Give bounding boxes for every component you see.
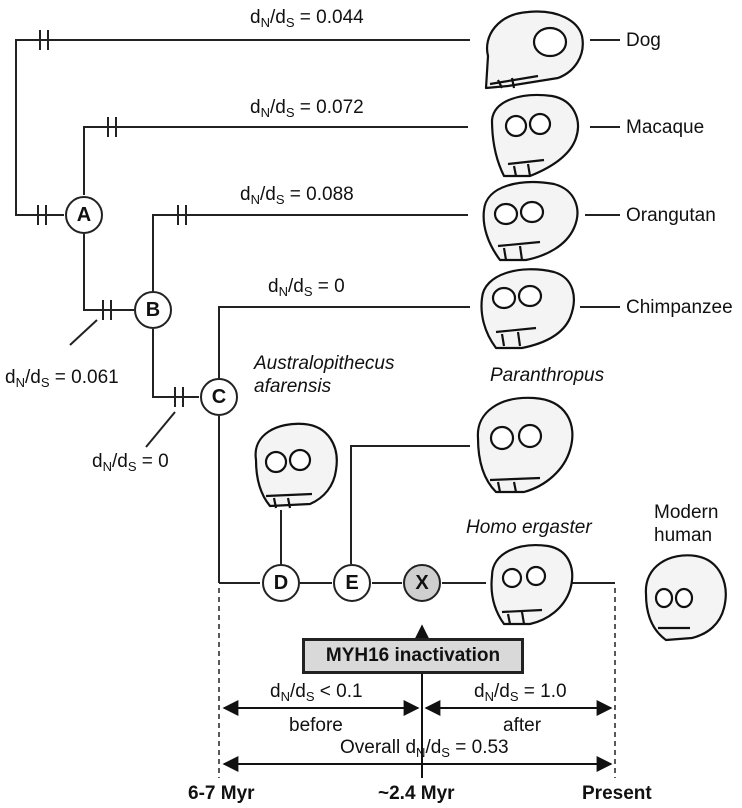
branch-a-b — [83, 234, 134, 311]
node-c: C — [200, 378, 238, 416]
branch-macaque — [83, 126, 468, 195]
label-before: before — [289, 715, 343, 736]
time-start: 6-7 Myr — [188, 783, 255, 804]
ratio-dog: dN/dS = 0.044 — [250, 7, 364, 30]
modern-human-skull-icon — [644, 554, 727, 642]
label-paranthropus: Paranthropus — [490, 365, 605, 386]
branch-chimpanzee — [218, 306, 470, 378]
branch-orangutan — [152, 214, 468, 291]
chimpanzee-skull-icon — [480, 268, 575, 350]
homo-ergaster-skull-icon — [490, 544, 574, 626]
ratio-before: dN/dS < 0.1 — [270, 681, 363, 704]
ratio-branch-c: dN/dS = 0 — [92, 451, 169, 474]
ratio-orangutan: dN/dS = 0.088 — [240, 184, 354, 207]
paranthropus-skull-icon — [476, 396, 574, 494]
ratio-after: dN/dS = 1.0 — [474, 681, 567, 704]
dog-skull-icon — [484, 10, 584, 90]
label-australopithecus-species: afarensis — [254, 376, 332, 397]
time-mid: ~2.4 Myr — [378, 783, 455, 804]
orangutan-skull-icon — [482, 180, 579, 262]
label-australopithecus-genus: Australopithecus — [254, 353, 395, 374]
label-chimpanzee: Chimpanzee — [626, 297, 733, 318]
branch-b-c — [152, 329, 199, 398]
node-e: E — [333, 564, 371, 602]
label-macaque: Macaque — [626, 117, 705, 138]
ratio-branch-b: dN/dS = 0.061 — [5, 367, 119, 390]
ratio-chimpanzee: dN/dS = 0 — [268, 276, 345, 299]
australopithecus-skull-icon — [254, 422, 338, 509]
ratio-macaque: dN/dS = 0.072 — [250, 97, 364, 120]
node-b: B — [134, 291, 172, 329]
label-after: after — [503, 715, 542, 736]
label-orangutan: Orangutan — [626, 205, 716, 226]
label-modern: Modern — [654, 502, 719, 523]
macaque-skull-icon — [490, 94, 579, 178]
label-homo-ergaster: Homo ergaster — [466, 517, 592, 538]
time-end: Present — [582, 783, 652, 804]
node-x: X — [403, 564, 441, 602]
node-a: A — [65, 196, 103, 234]
label-dog: Dog — [626, 30, 661, 51]
myh16-inactivation-box: MYH16 inactivation — [302, 638, 524, 674]
label-human: human — [654, 525, 713, 546]
node-d: D — [262, 564, 300, 602]
ratio-overall: Overall dN/dS = 0.53 — [340, 737, 509, 760]
